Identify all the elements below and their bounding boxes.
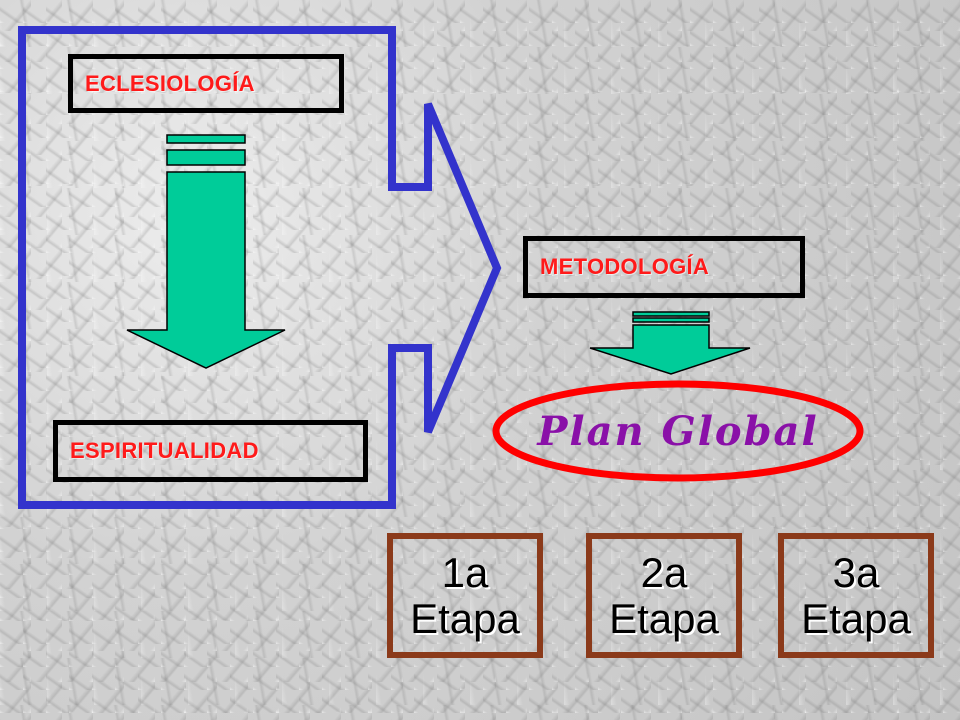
etapa-1-box: 1a Etapa: [387, 533, 543, 658]
etapa-3-box: 3a Etapa: [778, 533, 934, 658]
etapa-1-word: Etapa: [410, 594, 520, 642]
etapa-2-box: 2a Etapa: [586, 533, 742, 658]
blue-chevron-outline: [18, 26, 502, 509]
etapa-3-number: 3a: [832, 548, 880, 596]
plan-global-title: Plan Global: [537, 407, 819, 455]
plan-global-ellipse: [492, 380, 864, 482]
small-down-arrow: [589, 311, 751, 375]
metodologia-box: METODOLOGÍA: [523, 236, 805, 298]
etapa-2-word: Etapa: [609, 594, 719, 642]
etapa-3-word: Etapa: [801, 594, 911, 642]
espiritualidad-box: ESPIRITUALIDAD: [53, 420, 368, 482]
eclesiologia-box: ECLESIOLOGÍA: [68, 54, 344, 113]
large-down-arrow: [126, 134, 286, 369]
metodologia-label: METODOLOGÍA: [540, 254, 710, 279]
etapa-2-number: 2a: [640, 548, 688, 596]
espiritualidad-label: ESPIRITUALIDAD: [70, 438, 259, 463]
etapa-1-number: 1a: [441, 548, 489, 596]
eclesiologia-label: ECLESIOLOGÍA: [85, 70, 255, 96]
